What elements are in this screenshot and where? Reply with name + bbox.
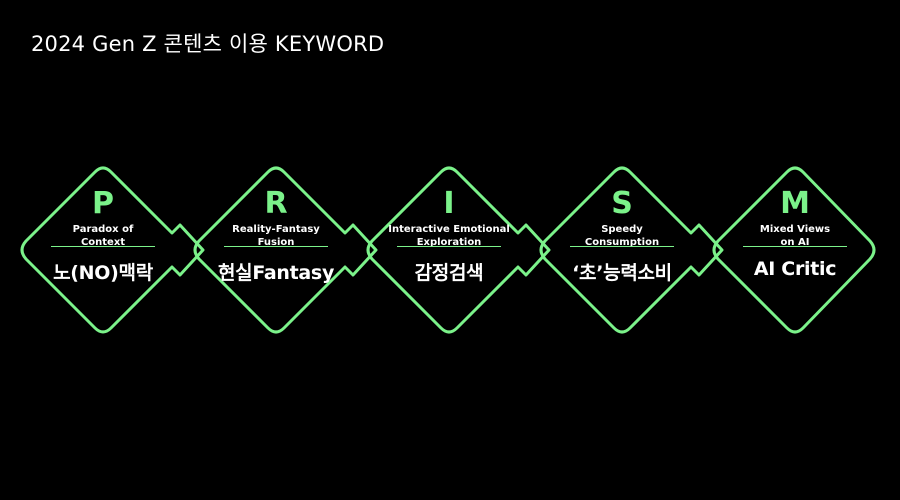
step-card-s: S Speedy Consumption ‘초’능력소비 [542, 176, 702, 326]
step-subtitle-line: Speedy [601, 224, 643, 235]
step-shape-4 [539, 166, 724, 334]
step-subtitle: Interactive Emotional Exploration [369, 220, 529, 252]
step-keyword: AI Critic [753, 258, 837, 280]
step-shape-5 [712, 166, 876, 334]
step-subtitle-line: on AI [780, 237, 810, 248]
step-keyword: 감정검색 [414, 262, 484, 284]
step-letter: I [443, 186, 455, 221]
step-subtitle-line: Context [80, 237, 126, 248]
step-shape-3 [366, 166, 551, 334]
step-letter: M [780, 186, 810, 221]
step-card-i: I Interactive Emotional Exploration 감정검색 [369, 176, 529, 326]
step-letter: P [92, 186, 114, 221]
step-subtitle-line: Exploration [416, 237, 482, 248]
step-subtitle-line: Fusion [257, 237, 295, 248]
step-subtitle: Mixed Views on AI [715, 220, 875, 252]
step-divider [51, 246, 155, 247]
step-keyword: ‘초’능력소비 [572, 262, 672, 284]
step-subtitle-line: Interactive Emotional [388, 224, 510, 235]
page-title: 2024 Gen Z 콘텐츠 이용 KEYWORD [31, 32, 385, 56]
step-subtitle: Speedy Consumption [542, 220, 702, 252]
step-keyword: 현실Fantasy [217, 262, 335, 284]
step-subtitle: Paradox of Context [23, 220, 183, 252]
step-subtitle-line: Mixed Views [759, 224, 831, 235]
step-divider [224, 246, 328, 247]
step-divider [397, 246, 501, 247]
step-divider [743, 246, 847, 247]
step-divider [570, 246, 674, 247]
step-subtitle: Reality-Fantasy Fusion [196, 220, 356, 252]
step-letter: S [611, 186, 633, 221]
step-shape-2 [193, 166, 378, 334]
step-card-p: P Paradox of Context 노(NO)맥락 [23, 176, 183, 326]
step-subtitle-line: Paradox of [72, 224, 134, 235]
step-subtitle-line: Reality-Fantasy [232, 224, 320, 235]
step-subtitle-line: Consumption [584, 237, 660, 248]
step-card-r: R Reality-Fantasy Fusion 현실Fantasy [196, 176, 356, 326]
step-card-m: M Mixed Views on AI AI Critic [715, 176, 875, 326]
step-letter: R [264, 186, 288, 221]
step-shape-1 [20, 166, 205, 334]
step-keyword: 노(NO)맥락 [53, 262, 153, 284]
